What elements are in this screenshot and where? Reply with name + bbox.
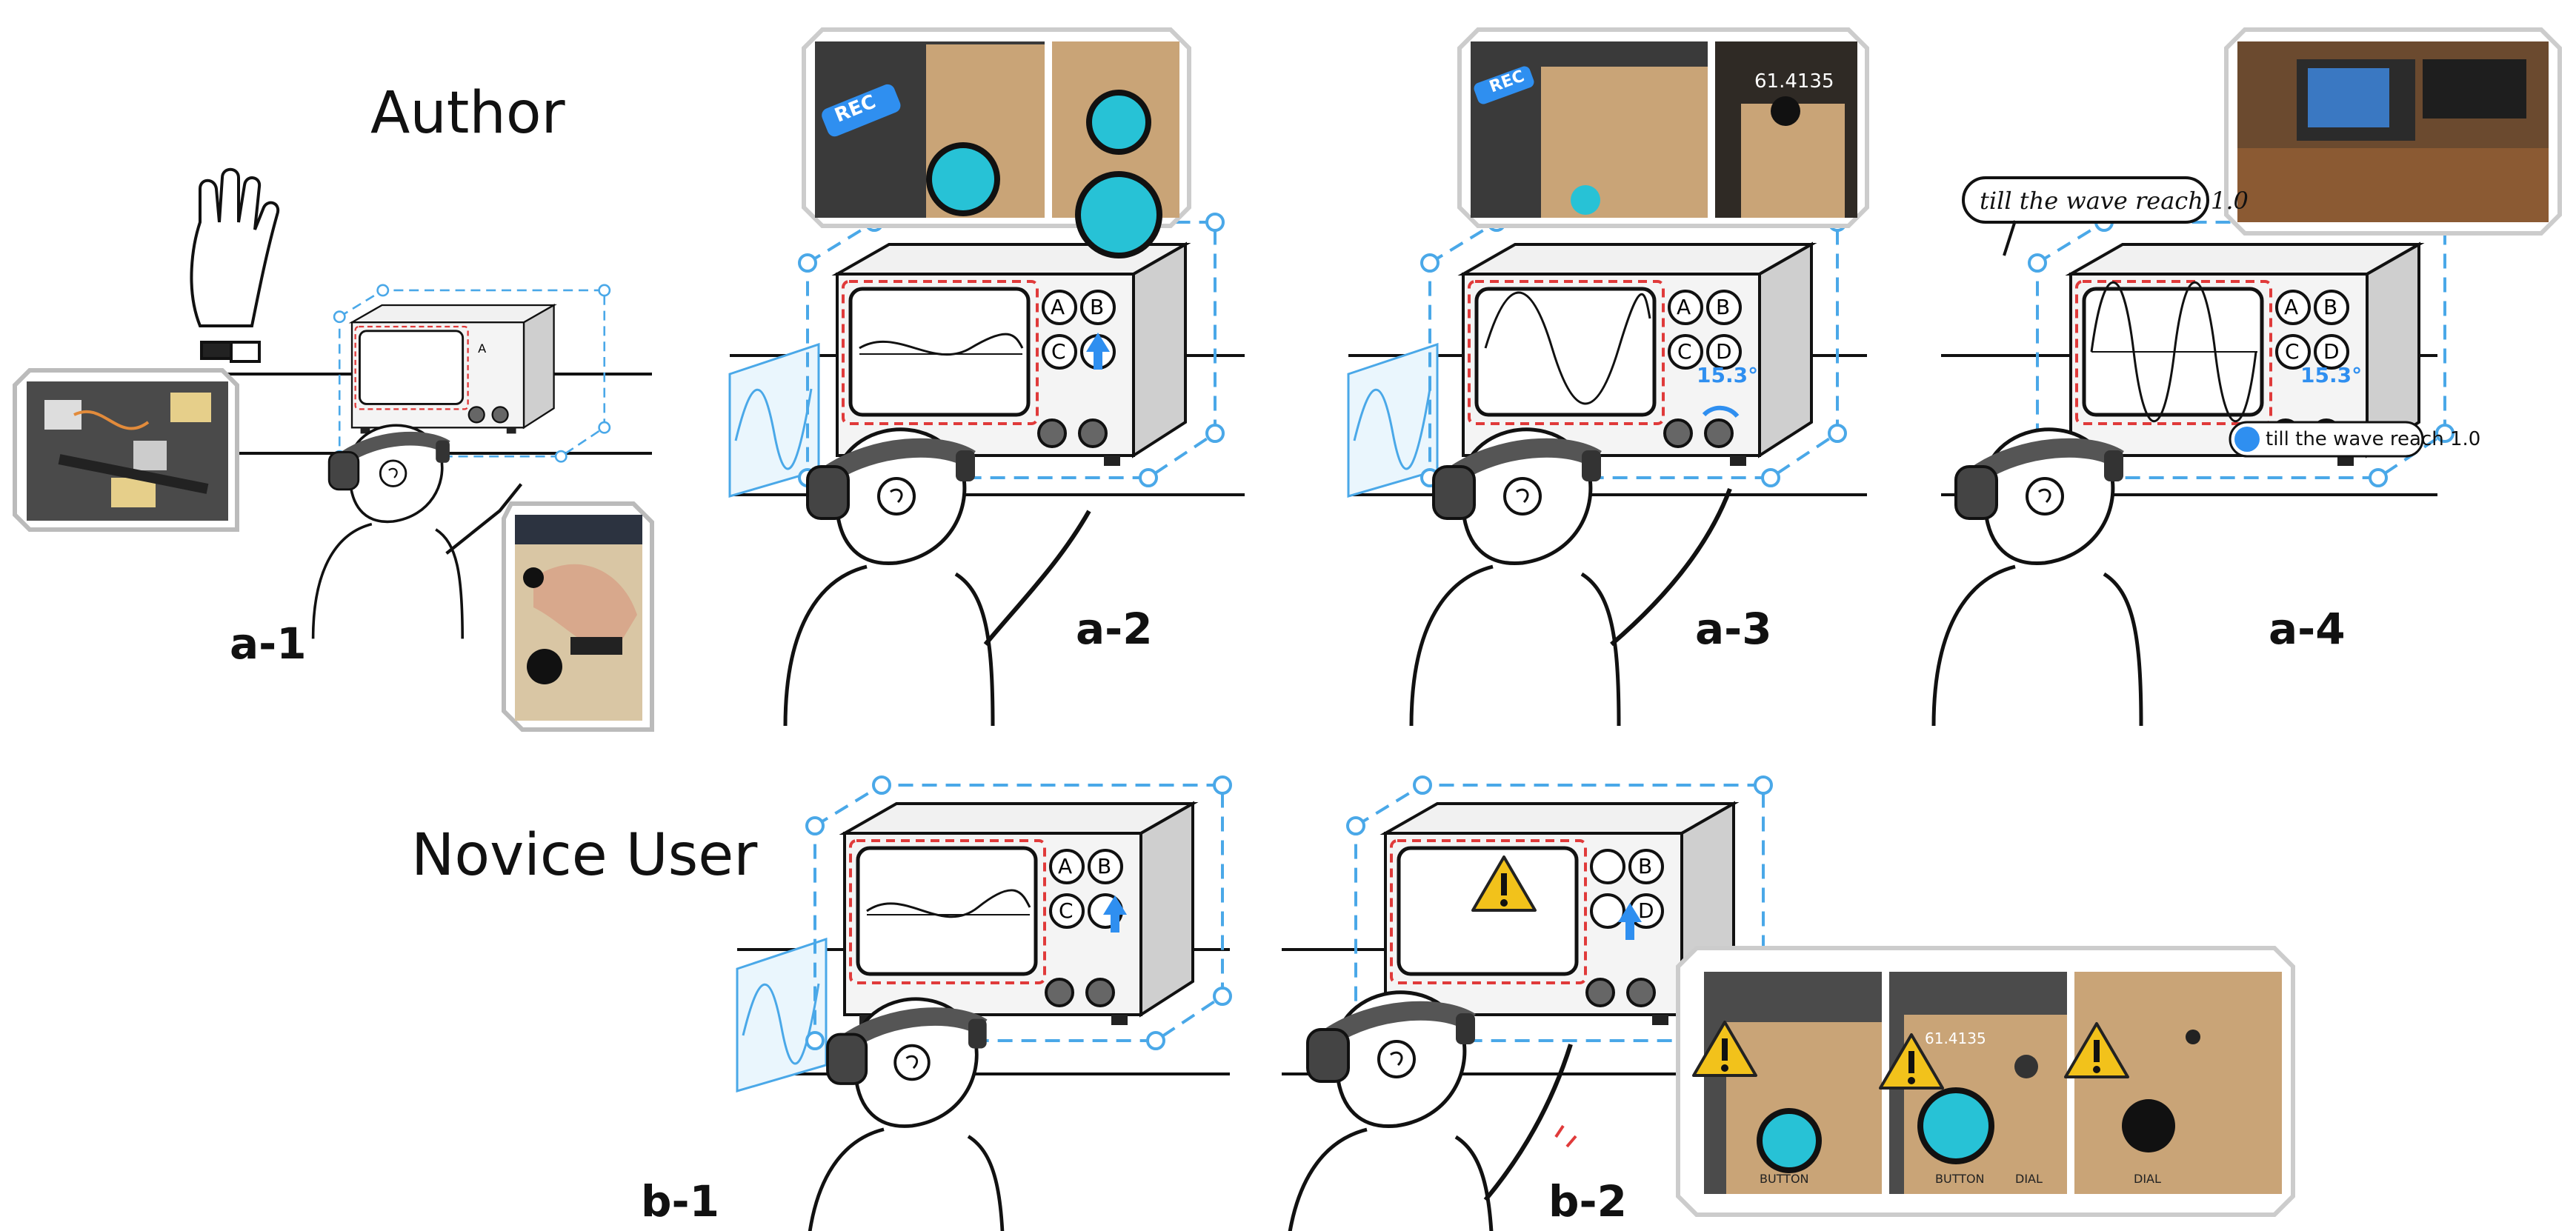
panel-a3 [1347, 27, 1869, 726]
panel-b2 [1285, 775, 2295, 1231]
photo-label: DIAL [2134, 1172, 2161, 1186]
panel-a2 [728, 27, 1225, 726]
panel-label-a4: a-4 [2269, 604, 2346, 654]
panel-b1 [736, 775, 1232, 1231]
photo-label: BUTTON [1760, 1172, 1809, 1186]
panel-a1: A [13, 167, 654, 732]
button-label-a: A [2284, 295, 2299, 319]
panel-label-a2: a-2 [1076, 604, 1153, 654]
dial-reading: 61.4135 [1925, 1030, 1986, 1047]
voice-caption-pill [2229, 421, 2424, 458]
speech-bubble [1962, 176, 2209, 256]
button-label-c: C [1677, 339, 1692, 364]
speech-bubble-text: till the wave reach 1.0 [1980, 187, 2249, 215]
button-label-b: B [1638, 854, 1653, 878]
panel-label-b1: b-1 [641, 1176, 719, 1227]
button-label-a: A [1677, 295, 1691, 319]
svg-text:A: A [478, 341, 486, 356]
button-label-d: D [1638, 898, 1654, 923]
hand-on-device-photo [502, 501, 654, 732]
button-label-c: C [2285, 339, 2300, 364]
panel-label-a1: a-1 [230, 618, 307, 669]
error-photo-strip [1676, 946, 2295, 1217]
button-label-b: B [2323, 295, 2338, 319]
panel-label-b2: b-2 [1548, 1176, 1627, 1227]
dial-photo [1457, 27, 1869, 228]
button-label-b: B [1090, 295, 1105, 319]
record-button-photo [802, 27, 1191, 258]
button-label-c: C [1059, 898, 1074, 923]
voice-caption-text: till the wave reach 1.0 [2266, 428, 2481, 450]
button-label-b: B [1716, 295, 1731, 319]
author-section-title: Author [370, 80, 565, 147]
dial-angle-label: 15.3° [2300, 363, 2363, 387]
button-label-a: A [1058, 854, 1073, 878]
panel-a4 [1934, 27, 2562, 726]
panel-label-a3: a-3 [1695, 604, 1772, 654]
button-label-b: B [1097, 854, 1112, 878]
button-label-a: A [1051, 295, 1065, 319]
dial-angle-label: 15.3° [1697, 363, 1759, 387]
button-label-c: C [1051, 339, 1066, 364]
button-label-d: D [1716, 339, 1732, 364]
button-label-d: D [2323, 339, 2340, 364]
photo-label: DIAL [2015, 1172, 2043, 1186]
novice-section-title: Novice User [411, 822, 758, 889]
hardware-kit-photo [13, 368, 239, 532]
dial-reading: 61.4135 [1754, 70, 1834, 93]
raised-hand-icon [190, 167, 280, 363]
photo-label: BUTTON [1935, 1172, 1985, 1186]
lab-bench-photo [2224, 27, 2562, 236]
